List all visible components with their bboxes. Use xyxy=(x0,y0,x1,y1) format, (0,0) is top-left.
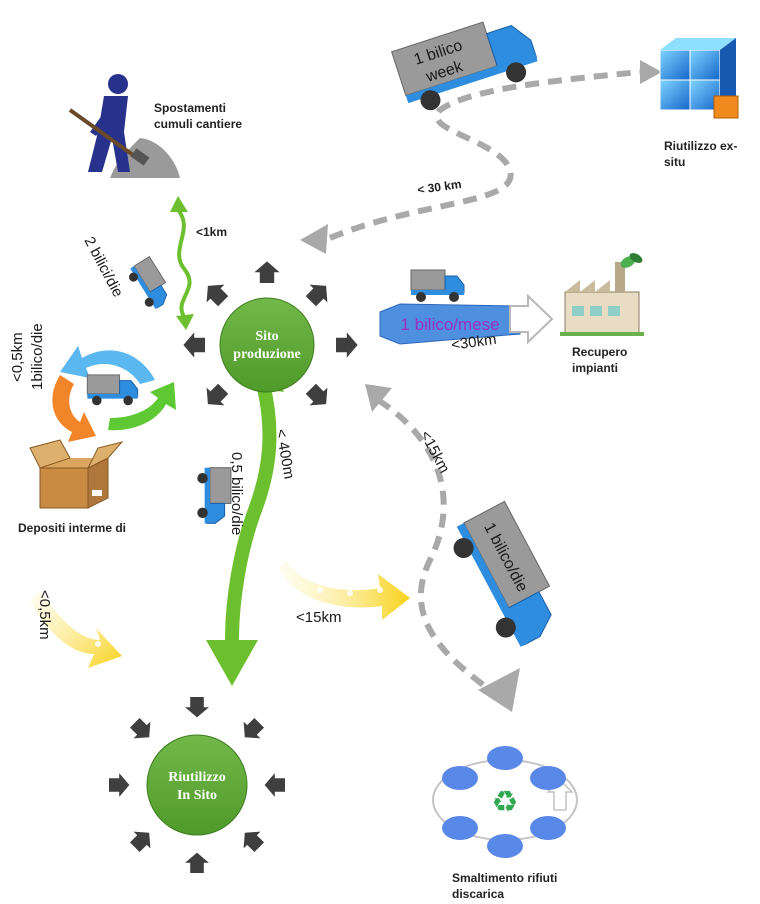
green-flow-on-site xyxy=(225,378,277,641)
plant-distance-label: <30km xyxy=(450,331,497,354)
truck-icon-deposits xyxy=(86,374,139,406)
yellow-distance-label: <15km xyxy=(296,609,341,626)
landfill-arrowhead-top xyxy=(365,384,392,412)
stockpile-distance-label: <1km xyxy=(196,225,227,239)
recycle-cycle-icon: ♻ xyxy=(432,746,578,858)
deposits-rate-label: 1bilico/die xyxy=(29,323,46,390)
ex-situ-route xyxy=(328,69,641,241)
cubes-icon xyxy=(659,38,739,119)
stockpile-label-2: cumuli cantiere xyxy=(154,117,242,131)
green-arrowhead-down xyxy=(206,640,258,686)
stockpile-label-1: Spostamenti xyxy=(154,101,226,115)
on-site-rate-label: 0,5 bilico/die xyxy=(228,452,245,535)
landfill-label-1: Smaltimento rifiuti xyxy=(452,871,557,885)
ex-situ-arrowhead-out xyxy=(640,60,662,84)
stockpile-rate-label: 2 bilici/die xyxy=(80,234,126,300)
truck-icon-plant xyxy=(410,269,465,303)
svg-text:♻: ♻ xyxy=(492,785,519,820)
worker-digging-icon xyxy=(68,74,180,178)
production-node-line1: Sito xyxy=(255,329,278,344)
green-stockpile-head-down xyxy=(176,314,194,330)
cycle-arrow-blue xyxy=(60,346,155,384)
plant-rate-banner: 1 bilico/mese xyxy=(379,303,521,345)
truck-icon-on-site xyxy=(196,467,232,524)
on-site-distance-label: < 400m xyxy=(272,428,298,481)
production-site-node: Sito produzione xyxy=(219,297,315,393)
cycle-arrow-green xyxy=(108,382,176,431)
reuse-ex-situ-label-2: situ xyxy=(664,155,685,169)
reuse-ex-situ-label-1: Riutilizzo ex- xyxy=(664,139,737,153)
landfill-distance-label: <15km xyxy=(416,428,452,476)
landfill-route xyxy=(376,397,492,693)
landfill-arrowhead-bottom xyxy=(478,668,520,712)
reuse-node-line2: In Sito xyxy=(177,788,217,803)
yellow-dots xyxy=(59,587,383,647)
plant-recovery-label-2: impianti xyxy=(572,361,618,375)
deposits-out-distance-label: <0,5km xyxy=(36,590,53,640)
yellow-flow-deposits xyxy=(30,590,122,668)
truck-icon-stockpile xyxy=(124,256,176,313)
green-flow-stockpile xyxy=(176,208,192,320)
plant-hollow-arrow xyxy=(509,293,554,345)
plant-recovery-label-1: Recupero xyxy=(572,345,627,359)
ex-situ-distance-label: < 30 km xyxy=(416,177,462,197)
yellow-flow-mid xyxy=(278,560,410,620)
factory-icon xyxy=(560,253,644,336)
green-stockpile-head-up xyxy=(170,196,188,212)
ex-situ-arrowhead-in xyxy=(300,224,328,254)
reuse-on-site-node: Riutilizzo In Sito xyxy=(146,734,248,836)
intermediate-deposits-label: Depositi interme di xyxy=(18,521,126,535)
box-icon xyxy=(29,439,124,509)
production-node-line2: produzione xyxy=(233,347,300,362)
truck-icon-ex-situ: 1 bilico week xyxy=(391,21,538,111)
cycle-arrow-orange xyxy=(52,375,96,442)
plant-rate-label: 1 bilico/mese xyxy=(400,315,499,334)
truck-icon-landfill: 1 bilico/die xyxy=(453,500,552,647)
landfill-label-2: discarica xyxy=(452,887,504,901)
reuse-node-line1: Riutilizzo xyxy=(168,770,226,785)
deposits-distance-label: <0,5km xyxy=(9,332,26,382)
